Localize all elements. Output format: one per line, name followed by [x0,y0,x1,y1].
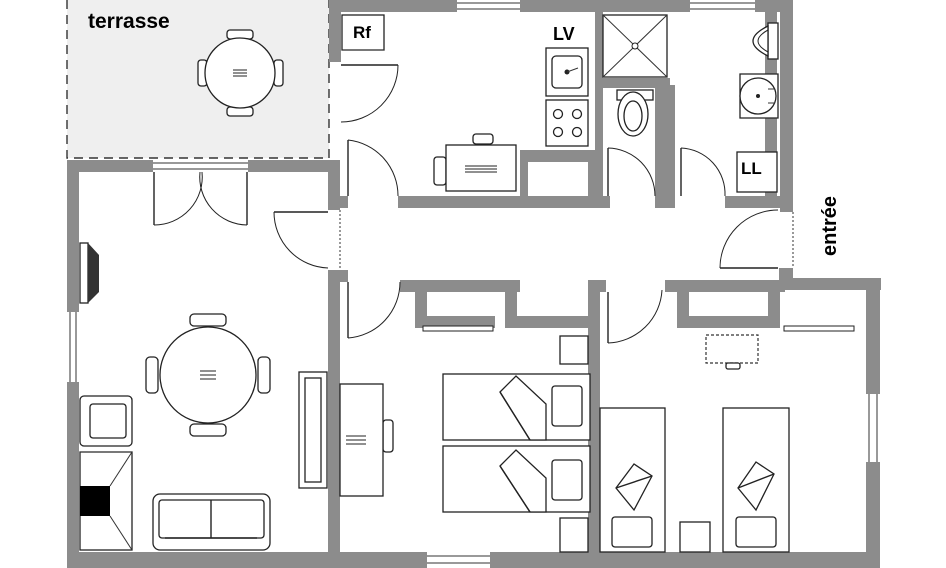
table-icon [433,133,517,192]
door-icon [153,64,779,344]
table-icon [197,29,284,117]
bed-icon [722,407,790,553]
desk-icon [339,383,394,497]
washing-machine-label: LL [741,159,762,178]
stove-icon [545,99,589,147]
tv-icon [79,242,99,304]
cabinet-icon [298,371,328,489]
sink-icon [545,47,589,97]
armchair-icon [79,395,133,447]
dishwasher-label: LV [553,24,575,44]
bed-icon [442,445,591,513]
bed-icon [599,407,666,553]
washing-machine-icon [736,151,778,193]
entrance-label: entrée [819,196,841,256]
terrace-label: terrasse [88,10,170,33]
washbasin-icon [739,73,779,119]
toilet-icon [616,89,654,137]
desk-icon [705,334,759,370]
fireplace-icon [79,451,133,551]
window-icon [69,2,878,564]
bed-icon [442,373,591,441]
fridge-label: Rf [353,23,371,42]
sofa-icon [152,493,271,551]
nightstand-icon [559,335,589,553]
toilet-icon [752,22,779,60]
nightstand-icon [679,521,711,553]
table-icon [145,313,271,437]
shower-icon [602,14,668,78]
walls [67,0,881,568]
fridge-icon [341,14,385,51]
window-icon [422,325,855,332]
